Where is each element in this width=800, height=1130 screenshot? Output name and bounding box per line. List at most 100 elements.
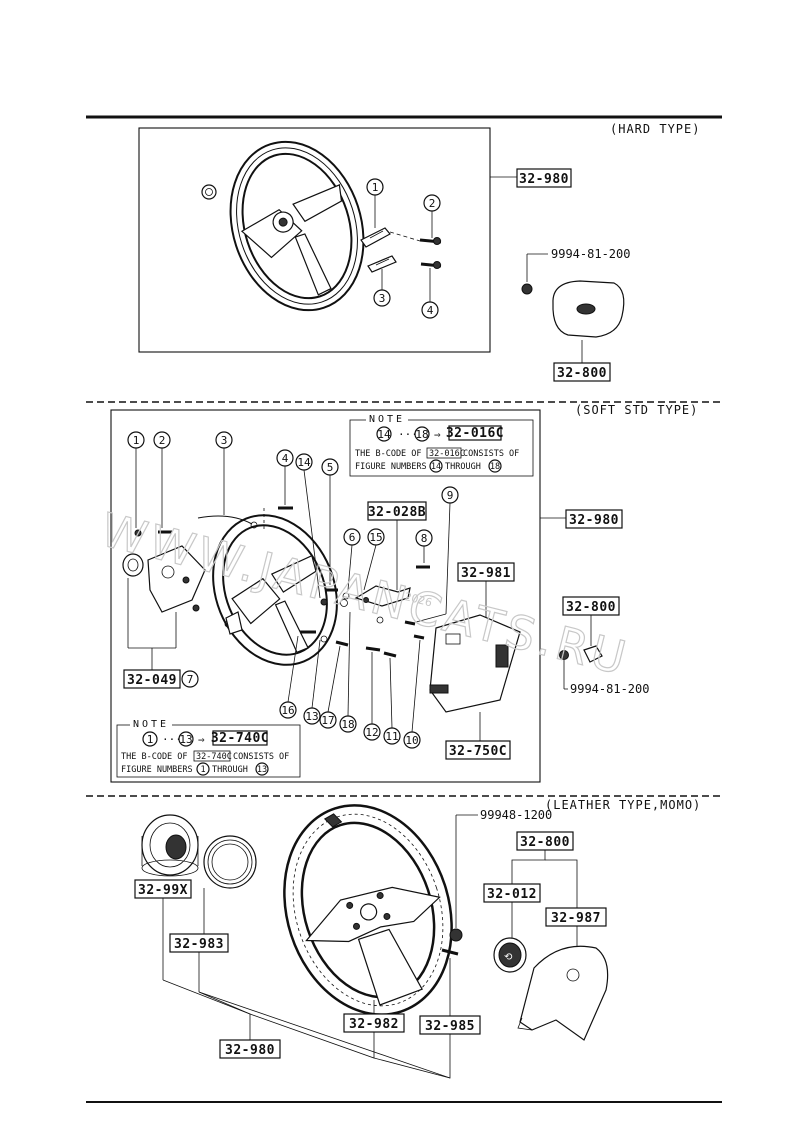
svg-text:8: 8 xyxy=(421,532,428,545)
steering-wheel-hard xyxy=(229,140,365,312)
code-box-hard-pad: 32-800 xyxy=(553,362,611,382)
svg-text:13: 13 xyxy=(179,733,192,746)
clip-part-1 xyxy=(360,227,391,248)
svg-text:1: 1 xyxy=(133,434,140,447)
note-bottom: NOTE 1 ··· 13 ⇒ 32-740C THE B-CODE OF 32… xyxy=(116,719,301,778)
svg-text:⇒: ⇒ xyxy=(434,428,441,441)
svg-text:⟲: ⟲ xyxy=(504,952,513,963)
svg-text:3: 3 xyxy=(379,292,386,305)
svg-text:13: 13 xyxy=(305,710,318,723)
code-box-32-981: 32-981 xyxy=(457,562,515,582)
steering-wheel-leather xyxy=(283,804,453,1016)
callout-soft-6: 6 xyxy=(342,528,361,600)
svg-text:13: 13 xyxy=(257,765,267,775)
hard-frame xyxy=(138,127,491,353)
svg-text:12: 12 xyxy=(365,726,378,739)
soft-frame xyxy=(110,409,541,783)
svg-text:32-800: 32-800 xyxy=(520,835,570,850)
code-box-32-99x: 32-99X xyxy=(134,879,192,899)
pad-emblem-soft xyxy=(583,645,603,663)
callout-3: 3 xyxy=(373,269,391,307)
svg-text:6: 6 xyxy=(349,531,356,544)
svg-text:32-012: 32-012 xyxy=(487,887,537,902)
hub-boss xyxy=(141,814,199,877)
svg-text:32-016C: 32-016C xyxy=(446,426,504,441)
screw-99948: 99948-1200 xyxy=(441,808,552,956)
callout-1: 1 xyxy=(366,178,384,228)
svg-text:THE B-CODE OF: THE B-CODE OF xyxy=(121,752,188,762)
screw-9994: 9994-81-200 xyxy=(521,247,630,295)
svg-text:CONSISTS OF: CONSISTS OF xyxy=(463,449,519,459)
spoke-cover-leather xyxy=(517,945,609,1041)
svg-text:7: 7 xyxy=(187,673,194,686)
svg-text:18: 18 xyxy=(341,718,354,731)
svg-text:4: 4 xyxy=(282,452,289,465)
callout-soft-8: 8 xyxy=(415,529,433,569)
svg-text:9: 9 xyxy=(447,489,454,502)
svg-text:2: 2 xyxy=(429,197,436,210)
svg-text:32-982: 32-982 xyxy=(349,1017,399,1032)
svg-text:1: 1 xyxy=(147,733,154,746)
svg-text:14: 14 xyxy=(431,462,441,472)
svg-text:32-980: 32-980 xyxy=(519,172,569,187)
section-soft-type: (SOFT STD TYPE) NOTE 14 ··· 18 ⇒ 32-016C… xyxy=(110,403,698,783)
svg-text:32-016C: 32-016C xyxy=(429,449,465,459)
svg-text:32-800: 32-800 xyxy=(557,366,607,381)
callout-soft-3: 3 xyxy=(197,431,258,529)
contact-plate xyxy=(354,585,411,607)
svg-text:32-028B: 32-028B xyxy=(368,505,426,520)
svg-text:16: 16 xyxy=(281,704,294,717)
svg-text:5: 5 xyxy=(327,461,334,474)
svg-text:NOTE: NOTE xyxy=(133,719,169,730)
screw-soft-9994: 9994-81-200 xyxy=(559,650,649,696)
svg-text:CONSISTS OF: CONSISTS OF xyxy=(233,752,289,762)
code-box-32-750c: 32-750C xyxy=(445,740,511,760)
spacer-ring xyxy=(203,835,257,889)
code-box-32-012: 32-012 xyxy=(483,883,541,903)
svg-text:10: 10 xyxy=(405,734,418,747)
callout-soft-5: 5 xyxy=(321,458,339,592)
code-box-32-982: 32-982 xyxy=(343,1013,405,1033)
clip-part-3 xyxy=(367,255,397,273)
svg-text:32-981: 32-981 xyxy=(461,566,511,581)
callout-soft-11: 11 xyxy=(383,657,401,745)
svg-text:32-049: 32-049 xyxy=(127,673,177,688)
code-box-32-983: 32-983 xyxy=(169,933,229,953)
svg-text:···: ··· xyxy=(162,733,182,746)
svg-text:THROUGH: THROUGH xyxy=(445,462,481,472)
svg-text:32-740C: 32-740C xyxy=(196,752,232,762)
svg-text:15: 15 xyxy=(369,531,382,544)
svg-text:9994-81-200: 9994-81-200 xyxy=(551,247,630,261)
callout-soft-12: 12 xyxy=(363,652,381,741)
note-top: NOTE 14 ··· 18 ⇒ 32-016C THE B-CODE OF 3… xyxy=(349,414,534,477)
callout-soft-16: 16 xyxy=(279,635,299,719)
svg-text:18: 18 xyxy=(490,462,500,472)
svg-text:FIGURE NUMBERS: FIGURE NUMBERS xyxy=(121,765,193,775)
code-box-soft-assembly: 32-980 xyxy=(565,509,623,529)
column-cover-part-7 xyxy=(122,545,206,613)
svg-text:THE B-CODE OF: THE B-CODE OF xyxy=(355,449,422,459)
svg-text:2: 2 xyxy=(159,434,166,447)
svg-text:11: 11 xyxy=(385,730,398,743)
code-box-32-049: 32-049 xyxy=(123,669,181,689)
svg-text:32-99X: 32-99X xyxy=(138,883,188,898)
code-box-32-987: 32-987 xyxy=(545,907,607,927)
section-hard-type: (HARD TYPE) xyxy=(138,122,699,382)
callout-soft-13: 13 xyxy=(303,639,321,725)
svg-text:THROUGH: THROUGH xyxy=(212,765,248,775)
code-box-soft-pad: 32-800 xyxy=(562,596,620,616)
section-leather-type: (LEATHER TYPE,MOMO) 32-99X 32-983 xyxy=(134,798,701,1079)
code-box-32-985: 32-985 xyxy=(419,1015,481,1035)
section-title-soft: (SOFT STD TYPE) xyxy=(575,403,698,417)
svg-text:32-750C: 32-750C xyxy=(449,744,507,759)
callout-soft-10: 10 xyxy=(403,639,421,749)
svg-text:NOTE: NOTE xyxy=(369,414,405,425)
code-box-leather-32-800: 32-800 xyxy=(516,831,574,851)
svg-text:9994-81-200: 9994-81-200 xyxy=(570,682,649,696)
code-box-hard-assembly: 32-980 xyxy=(516,168,572,188)
svg-text:3: 3 xyxy=(221,434,228,447)
svg-text:14: 14 xyxy=(297,456,311,469)
callout-soft-18: 18 xyxy=(339,611,357,733)
section-title-leather: (LEATHER TYPE,MOMO) xyxy=(545,798,701,812)
